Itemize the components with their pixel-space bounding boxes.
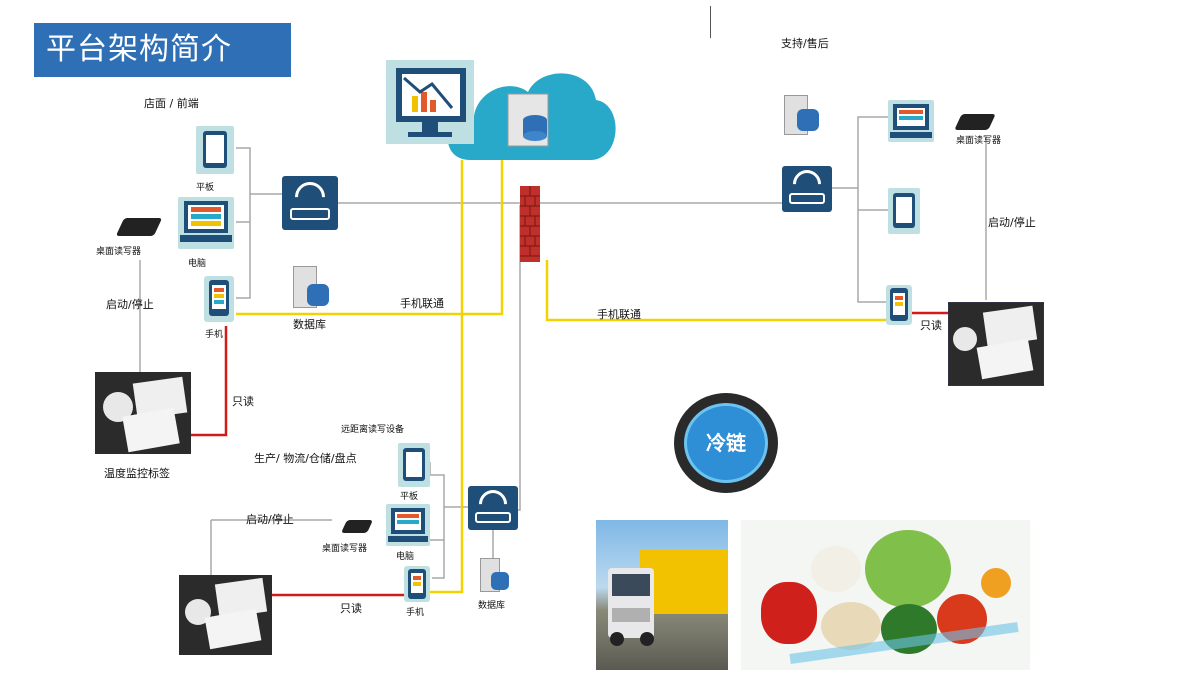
tablet-icon-bottom (398, 443, 430, 487)
page-title: 平台架构简介 (34, 23, 291, 77)
support-label: 支持/售后 (781, 37, 829, 50)
mobile-link-label-right: 手机联通 (597, 308, 641, 321)
computer-icon-bottom (386, 504, 430, 546)
temp-tag-photo-bottom (179, 575, 272, 655)
desktop-reader-label-right: 桌面读写器 (956, 136, 1002, 146)
mobile-link-label-left: 手机联通 (400, 297, 444, 310)
router-icon-right (782, 164, 832, 212)
phone-label: 手机 (205, 330, 224, 340)
router-icon-bottom (468, 484, 518, 530)
monitor-chart-icon (386, 60, 474, 144)
temp-tag-photo-right (948, 302, 1044, 386)
desktop-reader-label-bottom: 桌面读写器 (322, 544, 368, 554)
temp-tag-label: 温度监控标签 (104, 467, 170, 480)
tablet-icon-right (888, 188, 920, 234)
start-stop-label-bottom: 启动/停止 (246, 513, 294, 526)
cold-chain-badge: 冷链 (674, 393, 778, 493)
database-icon-bottom (480, 558, 510, 594)
database-icon (293, 266, 331, 310)
database-label: 数据库 (293, 318, 326, 331)
computer-label-bottom: 电脑 (396, 552, 415, 562)
read-only-label-right: 只读 (920, 319, 942, 332)
start-stop-label-right: 启动/停止 (988, 216, 1036, 229)
phone-icon (204, 276, 234, 322)
phone-icon-right (886, 285, 912, 325)
store-front-label: 店面 / 前端 (144, 97, 199, 110)
temp-tag-photo (95, 372, 191, 454)
production-label: 生产/ 物流/仓储/盘点 (254, 452, 357, 465)
tablet-icon (196, 126, 234, 174)
start-stop-label: 启动/停止 (106, 298, 154, 311)
read-only-label-bottom: 只读 (340, 602, 362, 615)
vegetables-photo (741, 520, 1030, 670)
computer-icon-right (888, 100, 934, 142)
firewall-icon (520, 186, 540, 262)
tablet-label: 平板 (196, 183, 215, 193)
truck-photo (596, 520, 728, 670)
divider (710, 6, 711, 38)
router-icon (282, 175, 338, 230)
cold-chain-label: 冷链 (684, 403, 768, 483)
long-range-label: 远距离读写设备 (341, 425, 405, 435)
phone-icon-bottom (404, 566, 430, 602)
support-server-icon (784, 95, 820, 135)
read-only-label: 只读 (232, 395, 254, 408)
tablet-label-bottom: 平板 (400, 492, 419, 502)
desktop-reader-label: 桌面读写器 (96, 247, 142, 257)
database-label-bottom: 数据库 (478, 601, 506, 611)
computer-icon (178, 197, 234, 249)
computer-label: 电脑 (188, 259, 207, 269)
phone-label-bottom: 手机 (406, 608, 425, 618)
cloud-server-icon (507, 93, 549, 147)
